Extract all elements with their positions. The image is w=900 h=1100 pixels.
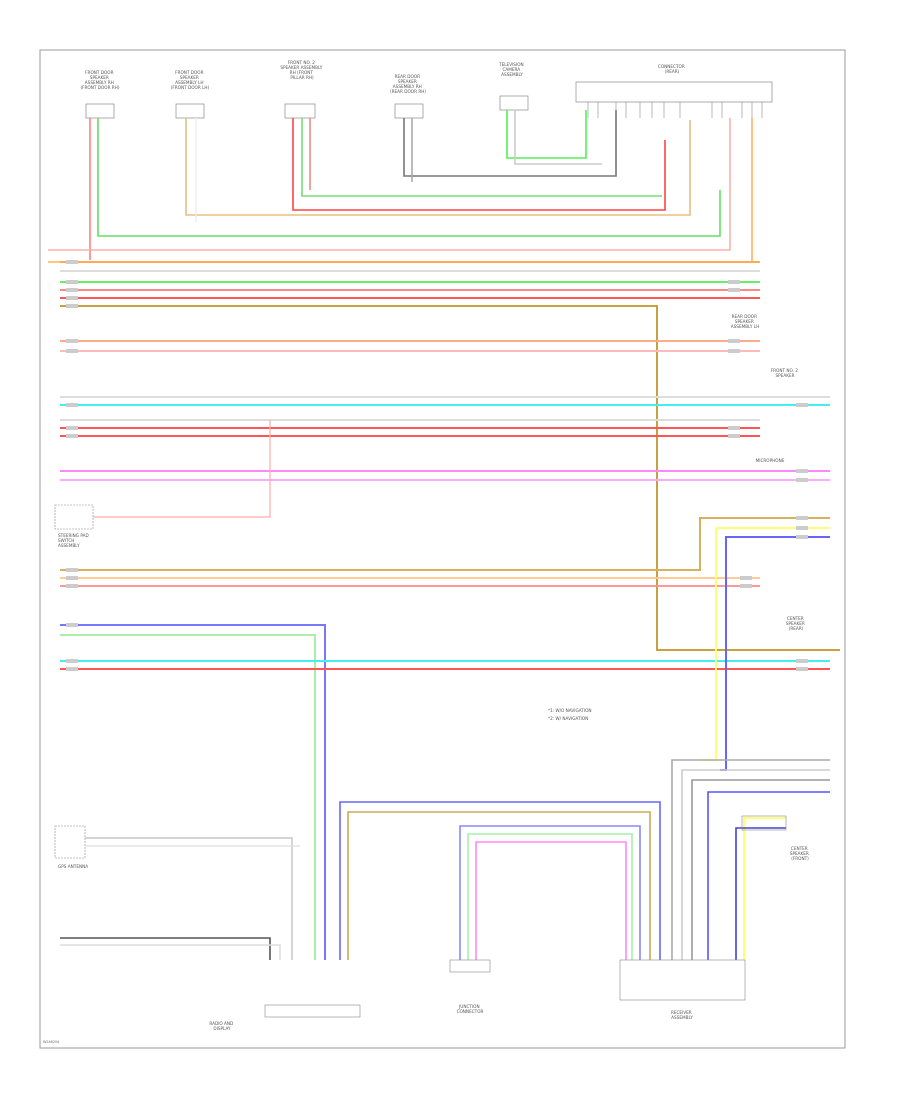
receiver-wiring [60,759,830,960]
steering-pad-block: STEERING PAD SWITCH ASSEMBLY [54,420,271,548]
footer-code: W246204 [43,1040,59,1044]
notes: *1: W/O NAVIGATION *2: W/ NAVIGATION [548,708,592,721]
top-connectors [85,81,773,119]
diagram-frame [39,49,846,1049]
label-tv-camera: TELEVISION CAMERA ASSEMBLY [498,62,525,77]
label-rear-connector: CONNECTOR (REAR) [658,64,686,74]
label-rear-center: CENTER SPEAKER (REAR) [786,616,806,631]
gps-antenna-block: GPS ANTENNA [54,825,300,960]
label-front-door-left: FRONT DOOR SPEAKER ASSEMBLY LH (FRONT DO… [171,70,210,90]
label-rear-door-left: REAR DOOR SPEAKER ASSEMBLY LH [731,314,759,329]
top-wire-drops [48,110,753,263]
label-steering-pad: STEERING PAD SWITCH ASSEMBLY [58,533,90,548]
label-front-door-right: FRONT DOOR SPEAKER ASSEMBLY RH (FRONT DO… [80,70,119,90]
label-center-speaker: CENTER SPEAKER (FRONT) [790,846,810,861]
component-labels-bottom: RADIO AND DISPLAY JUNCTION CONNECTOR REC… [209,1004,693,1031]
label-radio-receiver-2: RECEIVER ASSEMBLY [671,1010,693,1020]
label-rear-door-right: REAR DOOR SPEAKER ASSEMBLY RH (REAR DOOR… [390,74,426,94]
main-harness-bus [60,261,840,960]
component-labels-right: REAR DOOR SPEAKER ASSEMBLY LH FRONT NO. … [731,314,810,861]
note-2: *2: W/ NAVIGATION [548,716,588,721]
rear-connector-pins [587,102,763,118]
bus-wire-tags [66,260,808,671]
label-tweeter-left: FRONT NO. 2 SPEAKER [771,368,800,378]
label-microphone: MICROPHONE [756,458,785,463]
label-radio-receiver: RADIO AND DISPLAY [209,1021,234,1031]
label-junction: JUNCTION CONNECTOR [457,1004,484,1014]
lower-connectors [264,815,787,1018]
label-tweeter-right: FRONT NO. 2 SPEAKER ASSEMBLY RH (FRONT P… [280,60,323,80]
note-1: *1: W/O NAVIGATION [548,708,592,713]
component-labels-top: FRONT DOOR SPEAKER ASSEMBLY RH (FRONT DO… [80,60,686,94]
label-gps-antenna: GPS ANTENNA [58,864,88,869]
